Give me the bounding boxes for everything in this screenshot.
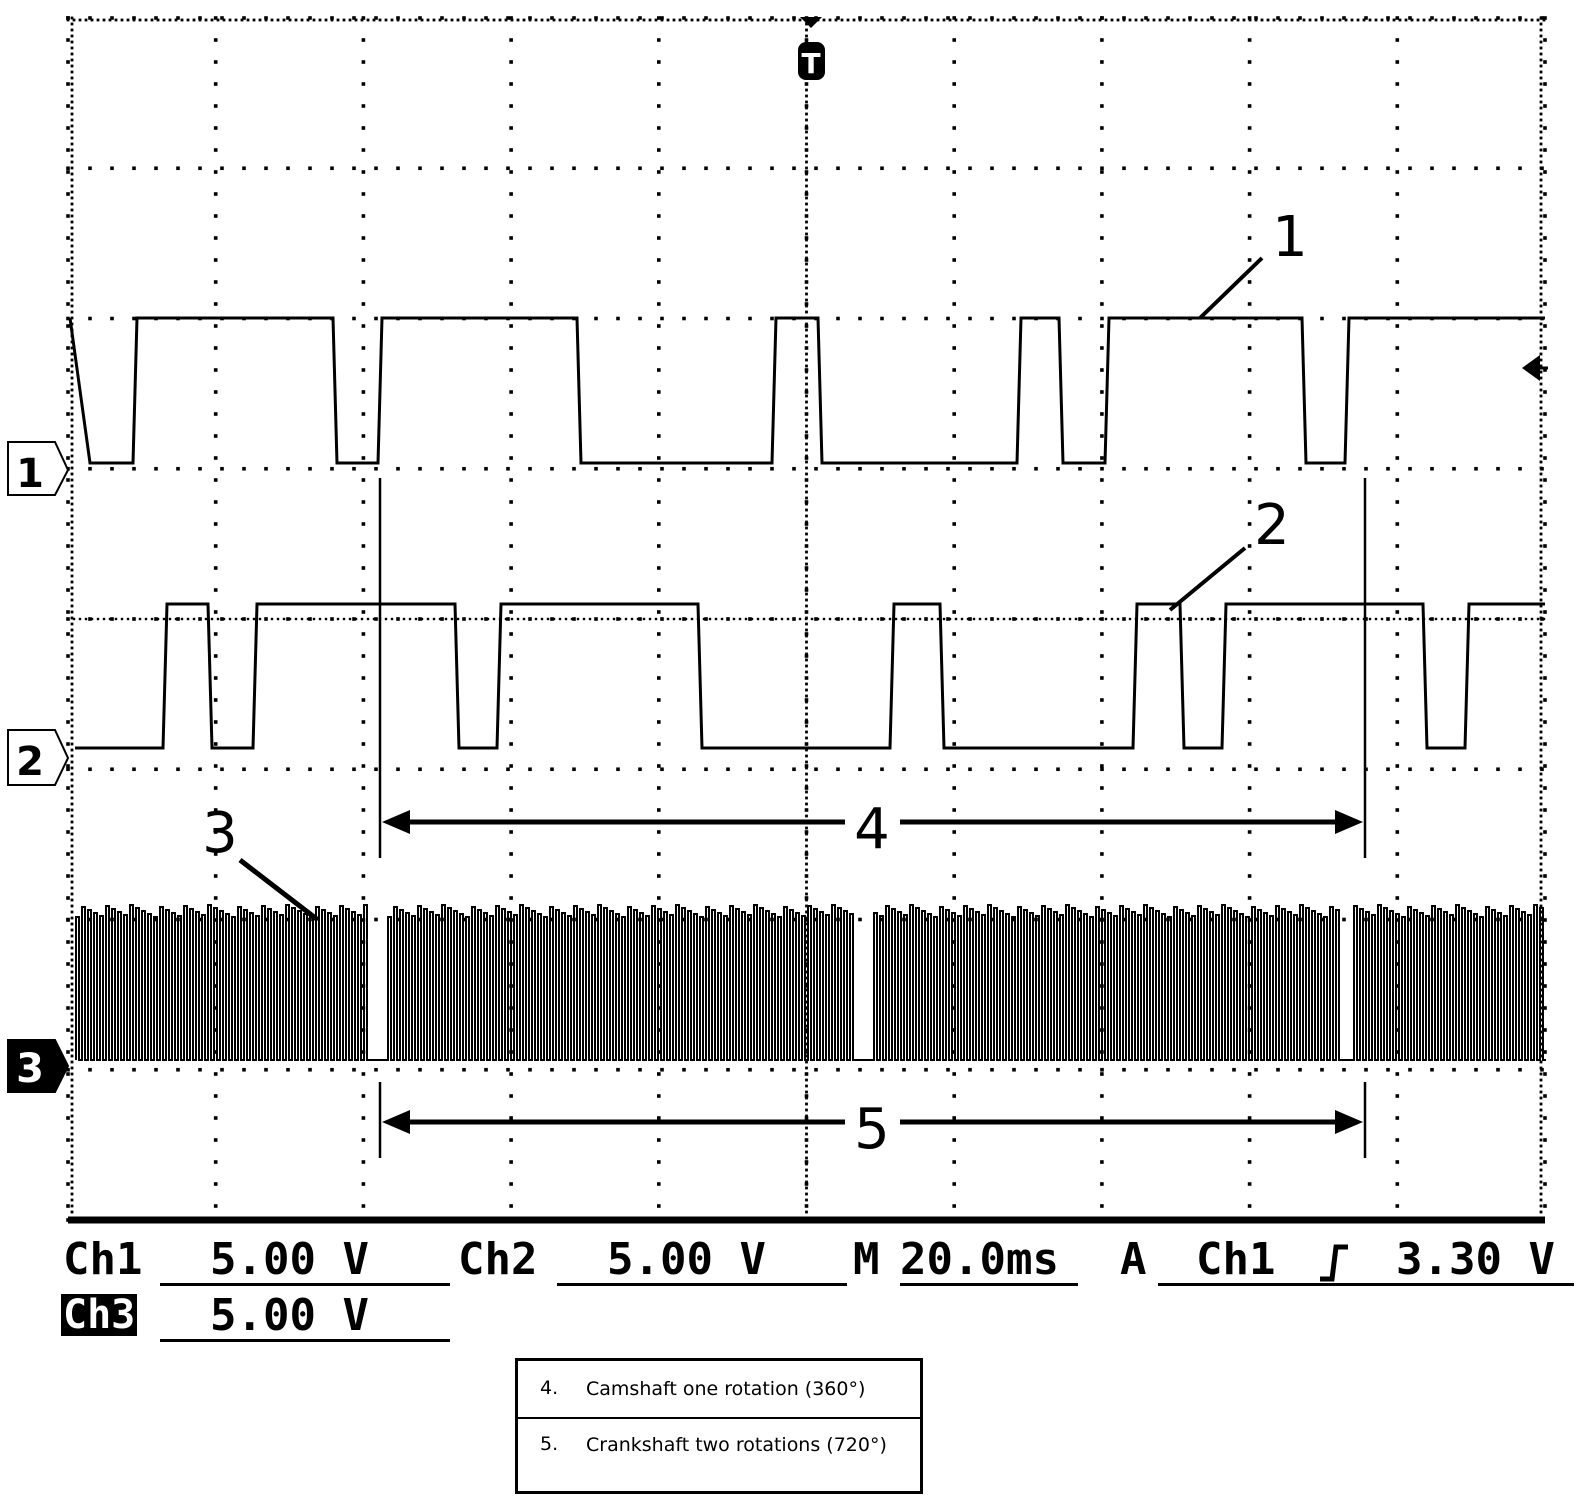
channel-1-trace [68, 316, 1545, 465]
callout-2: 2 [1254, 493, 1290, 558]
camshaft-rotation-span [378, 478, 1367, 858]
ch2-scale: 5.00 V [607, 1234, 766, 1285]
timebase-label: M [853, 1234, 880, 1285]
rising-edge-icon [1320, 1244, 1348, 1282]
legend-item-4-text: Camshaft one rotation (360°) [586, 1378, 866, 1400]
ch1-label: Ch1 [63, 1234, 143, 1285]
timebase-underline [900, 1283, 1078, 1286]
channel-3-trace [75, 904, 1546, 1061]
channel-3-marker-label: 3 [16, 1046, 44, 1092]
ch2-label: Ch2 [458, 1234, 538, 1285]
timebase-scale: 20.0ms [900, 1234, 1059, 1285]
channel-3-marker: 3 [7, 1039, 70, 1093]
channel-1-marker-label: 1 [16, 451, 44, 497]
channel-2-marker: 2 [7, 729, 70, 786]
oscilloscope-screen: T 1 2 3 1 2 3 4 [7, 16, 1548, 1224]
crankshaft-rotation-span [378, 1082, 1367, 1158]
trigger-level: 3.30 V [1396, 1234, 1555, 1285]
legend-divider [518, 1417, 920, 1419]
ch3-scale-underline [160, 1339, 450, 1342]
callout-3-leader [238, 858, 320, 922]
ch3-scale: 5.00 V [210, 1290, 369, 1341]
ch1-scale: 5.00 V [210, 1234, 369, 1285]
trigger-marker: T [798, 17, 825, 80]
callout-1-leader [1198, 256, 1264, 320]
callout-1: 1 [1272, 205, 1308, 270]
trigger-marker-label: T [801, 47, 820, 80]
callout-3: 3 [202, 801, 238, 866]
callout-2-leader [1168, 546, 1247, 612]
ch2-scale-underline [557, 1283, 847, 1286]
legend-item-5-number: 5. [540, 1433, 559, 1455]
channel-2-marker-label: 2 [16, 739, 44, 785]
trigger-mode-label: A [1120, 1234, 1147, 1285]
callout-5: 5 [854, 1097, 890, 1162]
trigger-underline [1158, 1283, 1574, 1286]
legend-box: 4. Camshaft one rotation (360°) 5. Crank… [515, 1358, 923, 1494]
trigger-source: Ch1 [1196, 1234, 1276, 1285]
ch3-label: Ch3 [61, 1292, 138, 1338]
legend-item-5-text: Crankshaft two rotations (720°) [586, 1434, 887, 1456]
legend-item-4-number: 4. [540, 1377, 559, 1399]
ch1-scale-underline [160, 1283, 450, 1286]
channel-2-trace [75, 602, 1545, 750]
callout-4: 4 [854, 797, 890, 862]
channel-1-marker: 1 [7, 441, 70, 497]
